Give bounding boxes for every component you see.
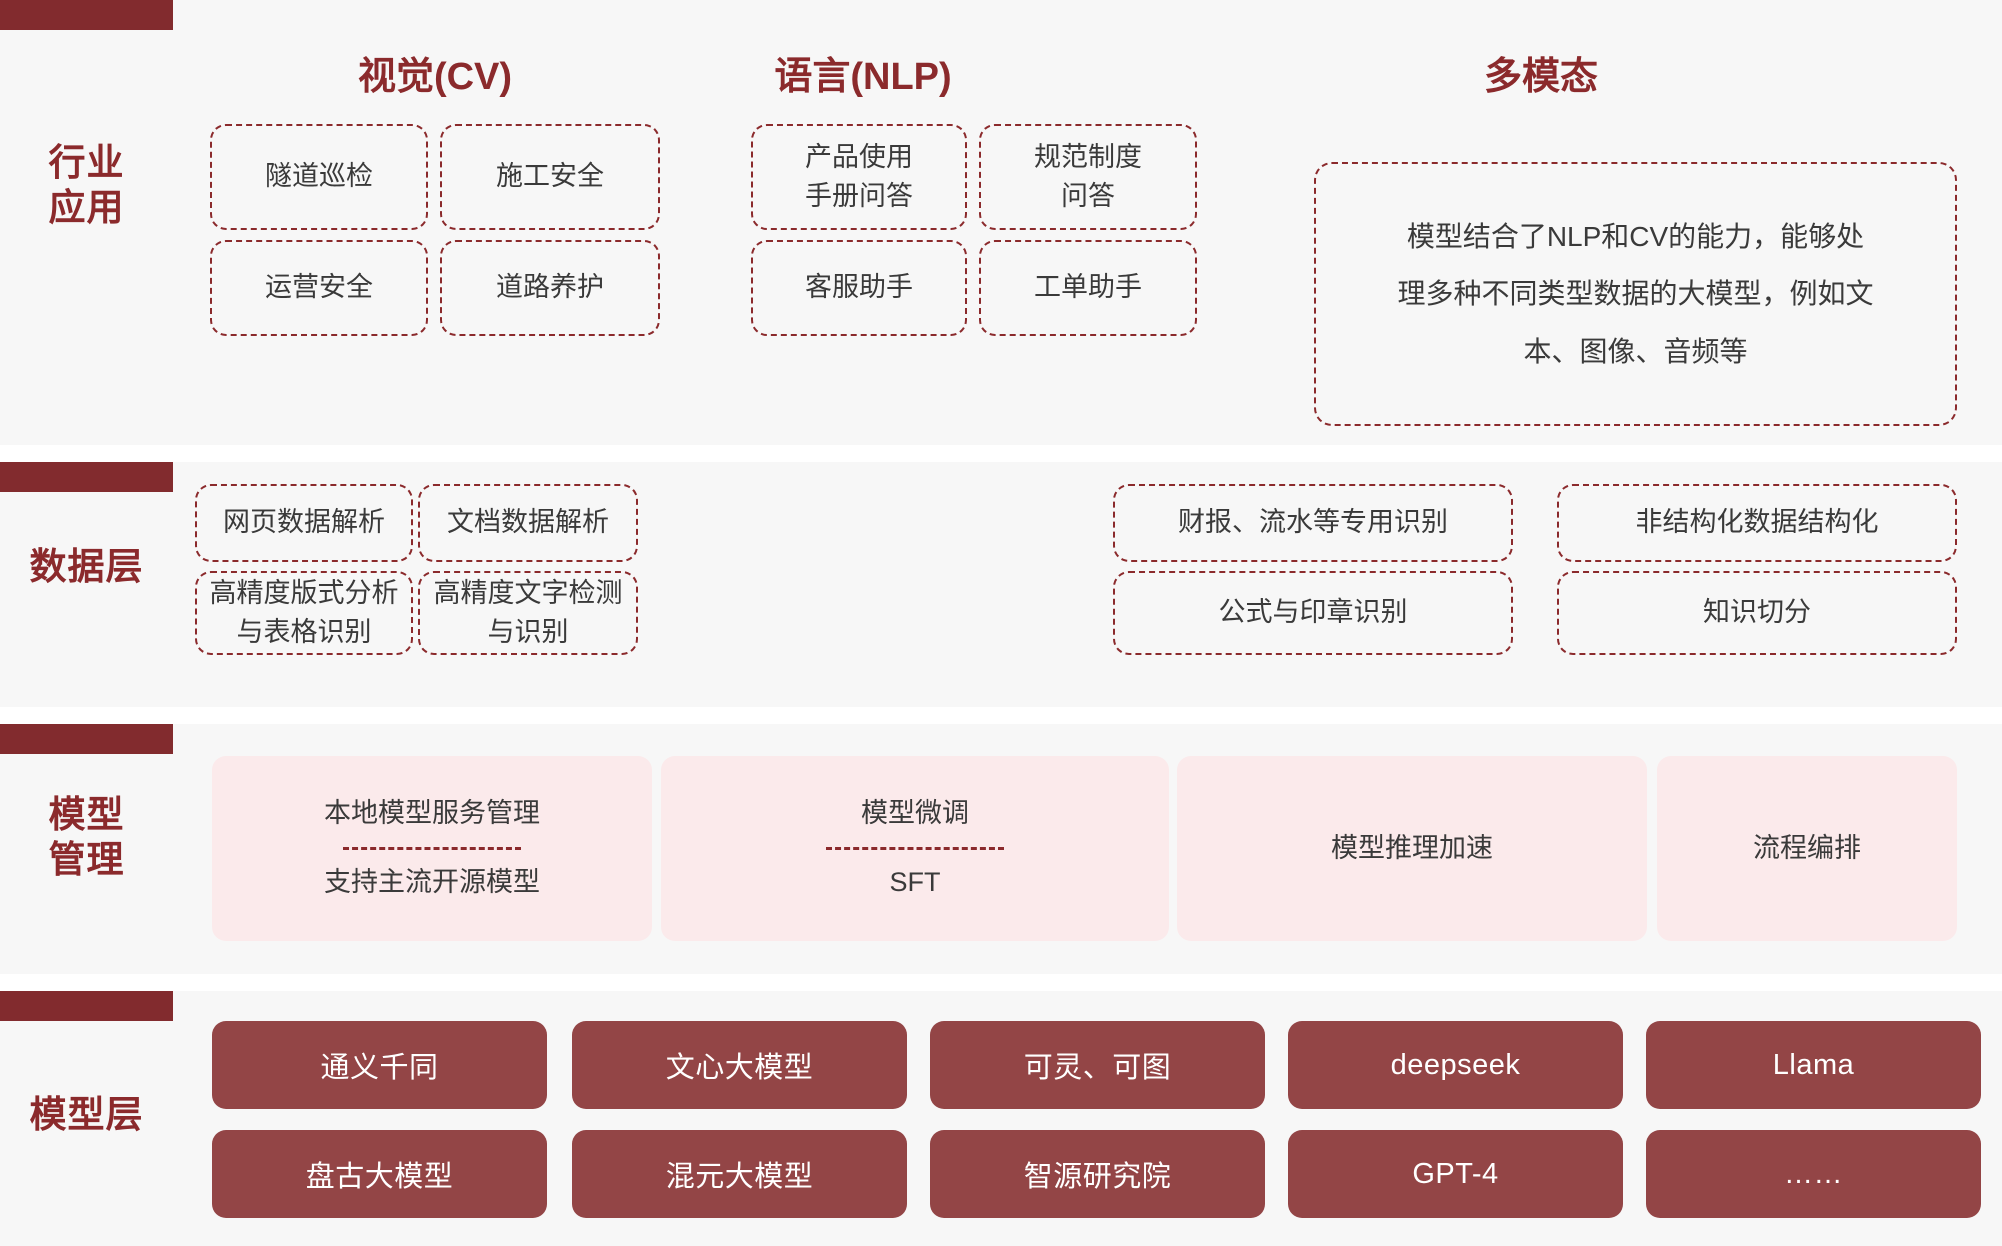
column-header-nlp: 语言(NLP): [774, 56, 952, 98]
data-box-r1c2[interactable]: 文档数据解析: [418, 484, 638, 562]
model-box-r1c2[interactable]: 文心大模型: [572, 1021, 907, 1109]
app-box-cv-2[interactable]: 施工安全: [440, 124, 660, 230]
band-label-data-layer: 数据层: [0, 544, 173, 589]
model-box-r1c1[interactable]: 通义千同: [212, 1021, 547, 1109]
app-box-nlp-2[interactable]: 规范制度 问答: [979, 124, 1197, 230]
model-box-r1c5[interactable]: Llama: [1646, 1021, 1981, 1109]
model-box-r2c3[interactable]: 智源研究院: [930, 1130, 1265, 1218]
model-mgmt-box-3-top: 模型推理加速: [1331, 832, 1493, 863]
data-box-r1c1[interactable]: 网页数据解析: [195, 484, 413, 562]
model-mgmt-box-1-divider: [343, 847, 521, 850]
data-box-r2c2[interactable]: 高精度文字检测与识别: [418, 571, 638, 655]
band-data-layer: 数据层 网页数据解析 文档数据解析 财报、流水等专用识别 非结构化数据结构化 高…: [0, 462, 2002, 707]
multimodal-text-line1: 模型结合了NLP和CV的能力，能够处: [1406, 220, 1865, 252]
model-box-r2c2[interactable]: 混元大模型: [572, 1130, 907, 1218]
band-accent-bar-industry: [0, 0, 173, 30]
app-box-nlp-1[interactable]: 产品使用 手册问答: [751, 124, 967, 230]
band-model-management: 模型 管理 本地模型服务管理 支持主流开源模型 模型微调 SFT 模型推理加速 …: [0, 724, 2002, 974]
band-accent-bar-model-layer: [0, 991, 173, 1021]
multimodal-text-line2: 理多种不同类型数据的大模型，例如文: [1397, 278, 1874, 310]
app-box-nlp-4[interactable]: 工单助手: [979, 240, 1197, 336]
band-label-line2: 应用: [48, 187, 125, 229]
model-mgmt-box-2-bottom: SFT: [889, 867, 941, 897]
model-mgmt-box-1-top: 本地模型服务管理: [324, 798, 540, 829]
model-mgmt-box-4[interactable]: 流程编排: [1657, 756, 1957, 941]
band-accent-bar-model-mgmt: [0, 724, 173, 754]
column-header-multimodal: 多模态: [1483, 56, 1598, 98]
multimodal-text-line3: 本、图像、音频等: [1523, 335, 1748, 367]
band-label-line1: 行业: [48, 142, 125, 183]
app-box-nlp-3[interactable]: 客服助手: [751, 240, 967, 336]
app-box-cv-4[interactable]: 道路养护: [440, 240, 660, 336]
model-mgmt-box-2[interactable]: 模型微调 SFT: [661, 756, 1169, 941]
column-header-cv: 视觉(CV): [357, 56, 513, 98]
model-box-r1c3[interactable]: 可灵、可图: [930, 1021, 1265, 1109]
app-box-cv-3[interactable]: 运营安全: [210, 240, 428, 336]
band-accent-bar-data: [0, 462, 173, 492]
band-label-line1: 模型: [48, 794, 125, 835]
model-box-r2c1[interactable]: 盘古大模型: [212, 1130, 547, 1218]
band-label-line1: 模型层: [29, 1094, 144, 1135]
data-box-r1c4[interactable]: 非结构化数据结构化: [1557, 484, 1957, 562]
data-box-r2c4[interactable]: 知识切分: [1557, 571, 1957, 655]
model-mgmt-box-1-bottom: 支持主流开源模型: [324, 867, 540, 897]
band-model-layer: 模型层 通义千同 文心大模型 可灵、可图 deepseek Llama 盘古大模…: [0, 991, 2002, 1246]
model-mgmt-box-4-top: 流程编排: [1753, 832, 1861, 863]
data-box-r2c1[interactable]: 高精度版式分析 与表格识别: [195, 571, 413, 655]
model-mgmt-box-1[interactable]: 本地模型服务管理 支持主流开源模型: [212, 756, 652, 941]
model-mgmt-box-2-top: 模型微调: [861, 798, 969, 829]
model-mgmt-box-2-divider: [826, 847, 1004, 850]
app-box-cv-1[interactable]: 隧道巡检: [210, 124, 428, 230]
band-label-industry-application: 行业 应用: [0, 140, 173, 230]
band-label-line1: 数据层: [29, 546, 144, 587]
app-box-multimodal[interactable]: 模型结合了NLP和CV的能力，能够处 理多种不同类型数据的大模型，例如文 本、图…: [1314, 162, 1957, 426]
model-box-r2c4[interactable]: GPT-4: [1288, 1130, 1623, 1218]
model-box-r2c5[interactable]: ……: [1646, 1130, 1981, 1218]
data-box-r2c3[interactable]: 公式与印章识别: [1113, 571, 1513, 655]
band-label-model-layer: 模型层: [0, 1092, 173, 1137]
band-label-model-management: 模型 管理: [0, 792, 173, 882]
model-box-r1c4[interactable]: deepseek: [1288, 1021, 1623, 1109]
band-industry-application: 行业 应用 视觉(CV) 语言(NLP) 多模态 隧道巡检 施工安全 运营安全 …: [0, 0, 2002, 445]
band-label-line2: 管理: [48, 839, 125, 881]
model-mgmt-box-3[interactable]: 模型推理加速: [1177, 756, 1647, 941]
data-box-r1c3[interactable]: 财报、流水等专用识别: [1113, 484, 1513, 562]
